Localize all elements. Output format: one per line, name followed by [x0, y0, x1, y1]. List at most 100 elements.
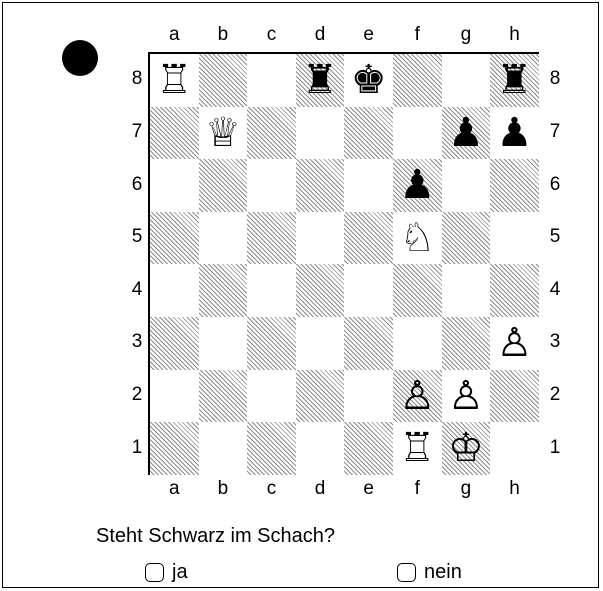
square-g1[interactable]: ♔ — [442, 422, 491, 475]
square-d7[interactable] — [296, 107, 345, 160]
piece-g2[interactable]: ♙ — [442, 370, 491, 423]
rank-label-right-1: 1 — [540, 437, 570, 459]
answer-option-nein[interactable]: nein — [397, 561, 462, 584]
square-d8[interactable]: ♜ — [296, 54, 345, 107]
square-h6[interactable] — [490, 159, 539, 212]
file-label-top-a: a — [159, 24, 189, 46]
answer-option-ja[interactable]: ja — [145, 561, 188, 584]
square-b4[interactable] — [199, 264, 248, 317]
square-f3[interactable] — [393, 317, 442, 370]
square-d5[interactable] — [296, 212, 345, 265]
square-h5[interactable] — [490, 212, 539, 265]
rank-label-right-5: 5 — [540, 226, 570, 248]
square-h1[interactable] — [490, 422, 539, 475]
rank-label-left-8: 8 — [122, 68, 152, 90]
square-f1[interactable]: ♖ — [393, 422, 442, 475]
rank-label-left-4: 4 — [122, 279, 152, 301]
square-e6[interactable] — [344, 159, 393, 212]
square-e4[interactable] — [344, 264, 393, 317]
square-f2[interactable]: ♙ — [393, 370, 442, 423]
file-label-bottom-c: c — [257, 478, 287, 500]
piece-f1[interactable]: ♖ — [393, 422, 442, 475]
square-c2[interactable] — [247, 370, 296, 423]
piece-g1[interactable]: ♔ — [442, 422, 491, 475]
square-c7[interactable] — [247, 107, 296, 160]
square-f5[interactable]: ♘ — [393, 212, 442, 265]
piece-h3[interactable]: ♙ — [490, 317, 539, 370]
square-b5[interactable] — [199, 212, 248, 265]
file-label-top-b: b — [208, 24, 238, 46]
rank-label-left-7: 7 — [122, 121, 152, 143]
file-label-bottom-h: h — [500, 478, 530, 500]
square-h4[interactable] — [490, 264, 539, 317]
square-d1[interactable] — [296, 422, 345, 475]
square-d4[interactable] — [296, 264, 345, 317]
square-e8[interactable]: ♚ — [344, 54, 393, 107]
square-d3[interactable] — [296, 317, 345, 370]
square-a6[interactable] — [150, 159, 199, 212]
rank-label-right-7: 7 — [540, 121, 570, 143]
piece-f6[interactable]: ♟ — [393, 159, 442, 212]
square-h8[interactable]: ♜ — [490, 54, 539, 107]
square-a7[interactable] — [150, 107, 199, 160]
square-f8[interactable] — [393, 54, 442, 107]
file-label-top-f: f — [402, 24, 432, 46]
square-g8[interactable] — [442, 54, 491, 107]
square-b6[interactable] — [199, 159, 248, 212]
square-c3[interactable] — [247, 317, 296, 370]
square-b8[interactable] — [199, 54, 248, 107]
rank-label-right-6: 6 — [540, 174, 570, 196]
piece-h7[interactable]: ♟ — [490, 107, 539, 160]
file-label-top-g: g — [451, 24, 481, 46]
piece-f2[interactable]: ♙ — [393, 370, 442, 423]
square-d2[interactable] — [296, 370, 345, 423]
question-text: Steht Schwarz im Schach? — [96, 525, 335, 548]
square-b1[interactable] — [199, 422, 248, 475]
square-a1[interactable] — [150, 422, 199, 475]
square-g7[interactable]: ♟ — [442, 107, 491, 160]
square-b7[interactable]: ♕ — [199, 107, 248, 160]
square-h2[interactable] — [490, 370, 539, 423]
square-e1[interactable] — [344, 422, 393, 475]
checkbox-ja[interactable] — [145, 563, 164, 582]
square-g2[interactable]: ♙ — [442, 370, 491, 423]
square-f6[interactable]: ♟ — [393, 159, 442, 212]
square-c6[interactable] — [247, 159, 296, 212]
piece-e8[interactable]: ♚ — [344, 54, 393, 107]
square-b3[interactable] — [199, 317, 248, 370]
square-g5[interactable] — [442, 212, 491, 265]
file-label-top-d: d — [305, 24, 335, 46]
square-a5[interactable] — [150, 212, 199, 265]
square-g6[interactable] — [442, 159, 491, 212]
piece-a8[interactable]: ♖ — [150, 54, 199, 107]
square-d6[interactable] — [296, 159, 345, 212]
square-a3[interactable] — [150, 317, 199, 370]
piece-f5[interactable]: ♘ — [393, 212, 442, 265]
square-e5[interactable] — [344, 212, 393, 265]
piece-g7[interactable]: ♟ — [442, 107, 491, 160]
square-a8[interactable]: ♖ — [150, 54, 199, 107]
square-g4[interactable] — [442, 264, 491, 317]
square-f4[interactable] — [393, 264, 442, 317]
checkbox-nein[interactable] — [397, 563, 416, 582]
square-a4[interactable] — [150, 264, 199, 317]
piece-d8[interactable]: ♜ — [296, 54, 345, 107]
piece-h8[interactable]: ♜ — [490, 54, 539, 107]
file-label-bottom-f: f — [402, 478, 432, 500]
square-c4[interactable] — [247, 264, 296, 317]
file-label-top-e: e — [354, 24, 384, 46]
square-a2[interactable] — [150, 370, 199, 423]
square-h3[interactable]: ♙ — [490, 317, 539, 370]
square-h7[interactable]: ♟ — [490, 107, 539, 160]
file-label-bottom-e: e — [354, 478, 384, 500]
square-c1[interactable] — [247, 422, 296, 475]
square-c5[interactable] — [247, 212, 296, 265]
piece-b7[interactable]: ♕ — [199, 107, 248, 160]
square-e2[interactable] — [344, 370, 393, 423]
square-b2[interactable] — [199, 370, 248, 423]
square-c8[interactable] — [247, 54, 296, 107]
square-e3[interactable] — [344, 317, 393, 370]
square-f7[interactable] — [393, 107, 442, 160]
square-e7[interactable] — [344, 107, 393, 160]
square-g3[interactable] — [442, 317, 491, 370]
